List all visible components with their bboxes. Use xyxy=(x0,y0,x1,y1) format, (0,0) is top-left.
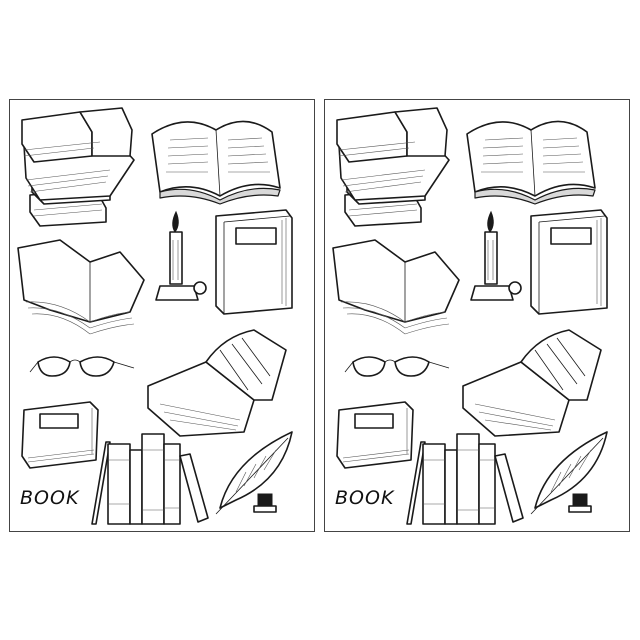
open-book-fanned-icon xyxy=(332,239,460,335)
sheet-illustrations xyxy=(332,107,608,525)
open-book-icon xyxy=(151,120,281,205)
quill-icon xyxy=(530,431,608,515)
book-row-icon xyxy=(406,433,524,525)
reading-glasses-icon xyxy=(344,356,450,377)
sheet-label: BOOK xyxy=(335,487,395,509)
closed-book-icon xyxy=(530,209,608,315)
reading-glasses-icon xyxy=(29,356,135,377)
standing-open-book-icon xyxy=(147,329,287,437)
candle-icon xyxy=(155,210,207,301)
open-book-fanned-icon xyxy=(17,239,145,335)
open-book-icon xyxy=(466,120,596,205)
book-stack-icon xyxy=(336,107,450,227)
book-stack-icon xyxy=(21,107,135,227)
sticker-sheet-left: BOOK xyxy=(9,99,315,532)
inkwell-icon xyxy=(568,493,592,513)
small-book-icon xyxy=(21,401,99,469)
sheet-label: BOOK xyxy=(20,487,80,509)
sticker-sheet-right: BOOK xyxy=(324,99,630,532)
small-book-icon xyxy=(336,401,414,469)
standing-open-book-icon xyxy=(462,329,602,437)
book-row-icon xyxy=(91,433,209,525)
quill-icon xyxy=(215,431,293,515)
closed-book-icon xyxy=(215,209,293,315)
sheet-illustrations xyxy=(17,107,293,525)
candle-icon xyxy=(470,210,522,301)
inkwell-icon xyxy=(253,493,277,513)
